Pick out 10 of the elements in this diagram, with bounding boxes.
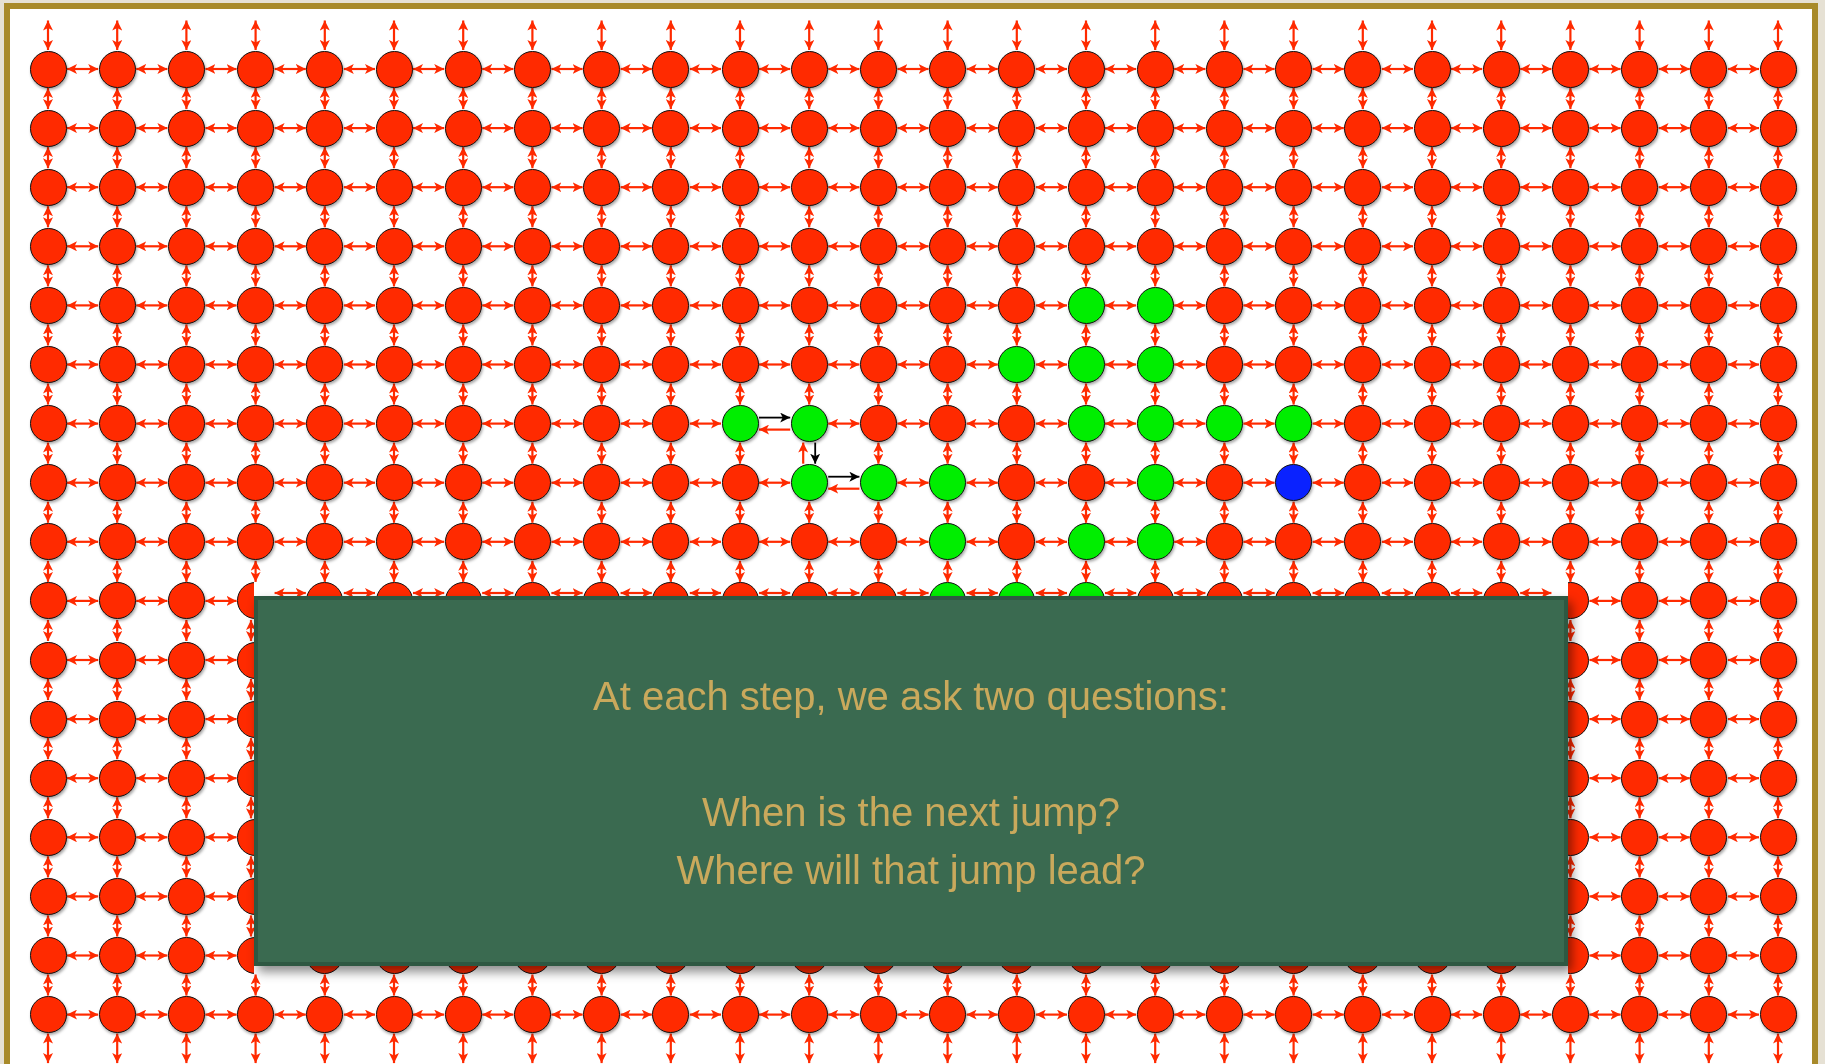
question-text: Where will that jump lead? xyxy=(676,848,1146,892)
arrow xyxy=(798,442,809,464)
question-text: When is the next jump? xyxy=(702,790,1120,834)
panel-heading: At each step, we ask two questions: xyxy=(593,674,1229,718)
arrow xyxy=(827,471,861,482)
arrow xyxy=(810,441,821,465)
arrow xyxy=(828,483,860,494)
arrow xyxy=(759,424,791,435)
arrow xyxy=(758,412,792,423)
text-panel xyxy=(254,596,1568,966)
